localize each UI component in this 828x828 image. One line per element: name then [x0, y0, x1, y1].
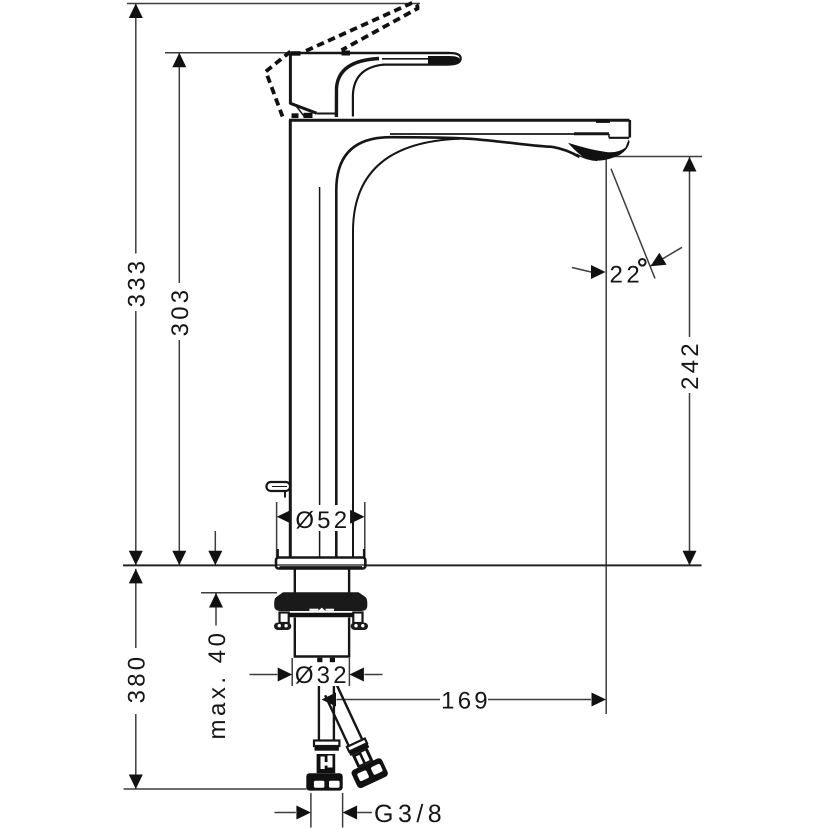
svg-text:380: 380 [123, 654, 150, 704]
svg-text:22: 22 [610, 262, 644, 289]
svg-text:Ø32: Ø32 [295, 662, 350, 689]
svg-text:Ø52: Ø52 [295, 507, 350, 534]
svg-text:G3/8: G3/8 [374, 800, 446, 828]
svg-text:242: 242 [677, 340, 704, 390]
svg-text:333: 333 [123, 258, 150, 308]
svg-text:303: 303 [167, 287, 194, 337]
svg-text:169: 169 [441, 688, 491, 715]
svg-text:max. 40: max. 40 [204, 630, 231, 740]
